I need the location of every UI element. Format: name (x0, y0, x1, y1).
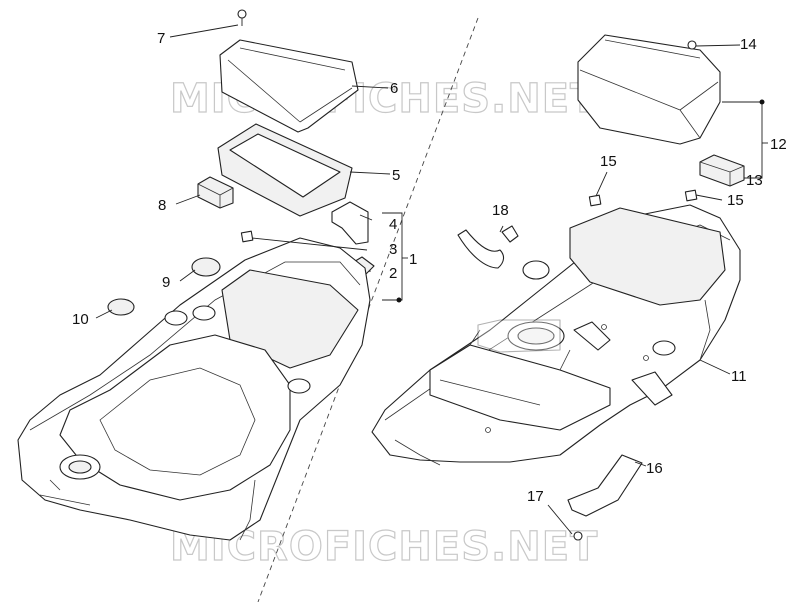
callout-8: 8 (158, 197, 166, 214)
left-underseat-body (17, 237, 371, 541)
part-14-screw (687, 40, 697, 50)
leader-lines (95, 24, 768, 535)
callout-9: 9 (162, 274, 170, 291)
part-7-screw (237, 9, 247, 26)
callout-10: 10 (72, 311, 89, 328)
part-16-bracket (567, 454, 643, 517)
part-6-lid (219, 39, 359, 133)
callout-18: 18 (492, 202, 509, 219)
part-10-grommet (107, 298, 135, 316)
callout-1: 1 (409, 251, 417, 268)
part-12-lid (577, 34, 721, 145)
part-5-tray (217, 123, 353, 217)
part-9-grommet (191, 257, 221, 277)
callout-3: 3 (389, 241, 397, 258)
callout-17: 17 (527, 488, 544, 505)
callout-13: 13 (746, 172, 763, 189)
callout-16: 16 (646, 460, 663, 477)
callout-4: 4 (389, 216, 397, 233)
callout-12: 12 (770, 136, 787, 153)
callout-15-left: 15 (600, 153, 617, 170)
bracket-dot-left (396, 297, 402, 303)
bracket-dot-right (759, 99, 765, 105)
callout-2: 2 (389, 265, 397, 282)
part-13-block (699, 154, 745, 187)
callout-6: 6 (390, 80, 398, 97)
part-3-clip (240, 230, 254, 243)
part-4-bracket (331, 201, 369, 245)
callout-14: 14 (740, 36, 757, 53)
callout-15-right: 15 (727, 192, 744, 209)
part-8-block (197, 176, 234, 209)
part-15-clip-right (684, 189, 698, 202)
part-18-strap (457, 225, 519, 269)
callout-7: 7 (157, 30, 165, 47)
part-15-clip-left (588, 194, 602, 207)
callout-5: 5 (392, 167, 400, 184)
part-17-screw (573, 531, 583, 541)
callout-11: 11 (731, 368, 747, 385)
right-underseat-body (371, 204, 741, 466)
